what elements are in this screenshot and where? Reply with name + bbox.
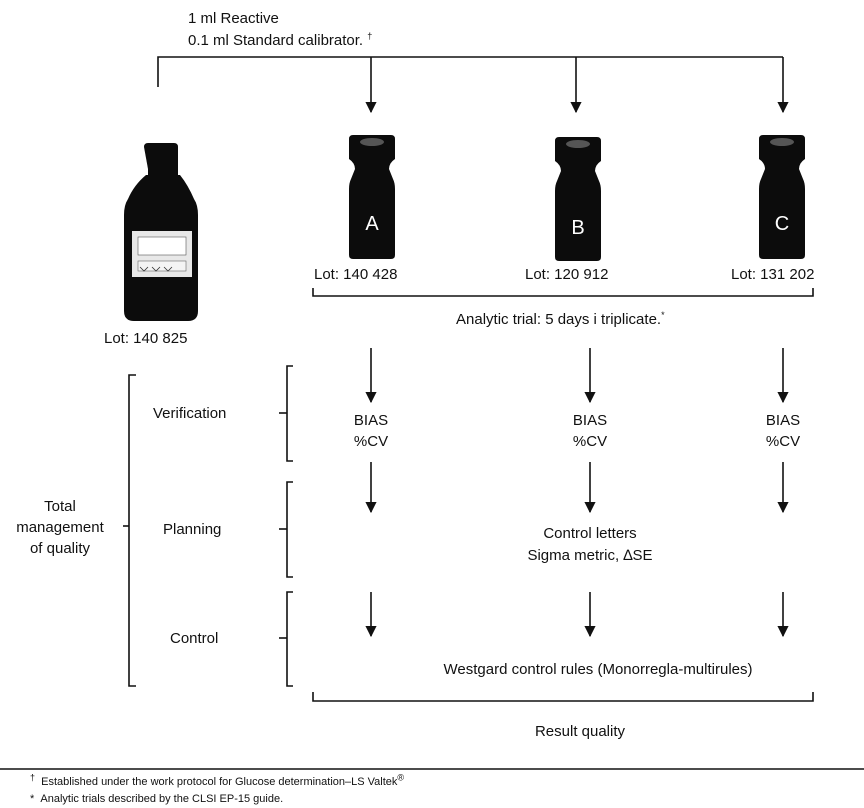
stage-control: Control xyxy=(170,630,219,647)
bottle-b-letter: B xyxy=(571,217,585,239)
result-quality: Result quality xyxy=(534,723,626,740)
star-mark: * xyxy=(661,310,665,320)
verification-bracket xyxy=(286,365,293,462)
header-reactive: 1 ml Reactive xyxy=(188,10,279,27)
bottle-b: B xyxy=(555,137,601,266)
bottle-c-letter: C xyxy=(774,213,790,235)
cv-c: %CV xyxy=(765,433,801,450)
lot-reference: Lot: 140 825 xyxy=(104,330,188,347)
analytic-trial: Analytic trial: 5 days i triplicate.* xyxy=(456,310,665,329)
bottle-c: C xyxy=(759,135,805,264)
management-line2: management xyxy=(16,519,104,536)
lot-a: Lot: 140 428 xyxy=(314,266,398,283)
bottle-a-letter: A xyxy=(365,213,379,235)
planning-bracket xyxy=(286,481,293,578)
westgard-rules: Westgard control rules (Monorregla-multi… xyxy=(443,661,753,678)
bottle-a: A xyxy=(349,135,395,264)
management-bracket xyxy=(128,374,136,687)
result-brace xyxy=(312,692,814,702)
control-bracket xyxy=(286,591,293,687)
stage-verification: Verification xyxy=(153,405,227,422)
cv-a: %CV xyxy=(353,433,389,450)
reference-bottle-image xyxy=(124,143,198,321)
management-line3: of quality xyxy=(29,540,91,557)
footnote-dagger: † Established under the work protocol fo… xyxy=(30,772,405,788)
dagger-mark: † xyxy=(367,31,373,41)
lot-c: Lot: 131 202 xyxy=(731,266,815,283)
header-calibrator: 0.1 ml Standard calibrator. † xyxy=(188,31,373,50)
sigma-metric: Sigma metric, ∆SE xyxy=(527,547,653,564)
distribution-line xyxy=(157,56,783,87)
bias-b: BIAS xyxy=(572,412,608,429)
control-letters: Control letters xyxy=(543,525,637,542)
footnote-star: * Analytic trials described by the CLSI … xyxy=(30,793,284,805)
bias-c: BIAS xyxy=(765,412,801,429)
stage-planning: Planning xyxy=(163,521,222,538)
bias-a: BIAS xyxy=(353,412,389,429)
lot-b: Lot: 120 912 xyxy=(525,266,609,283)
cv-b: %CV xyxy=(572,433,608,450)
lots-brace xyxy=(312,288,814,297)
management-line1: Total xyxy=(44,498,76,515)
